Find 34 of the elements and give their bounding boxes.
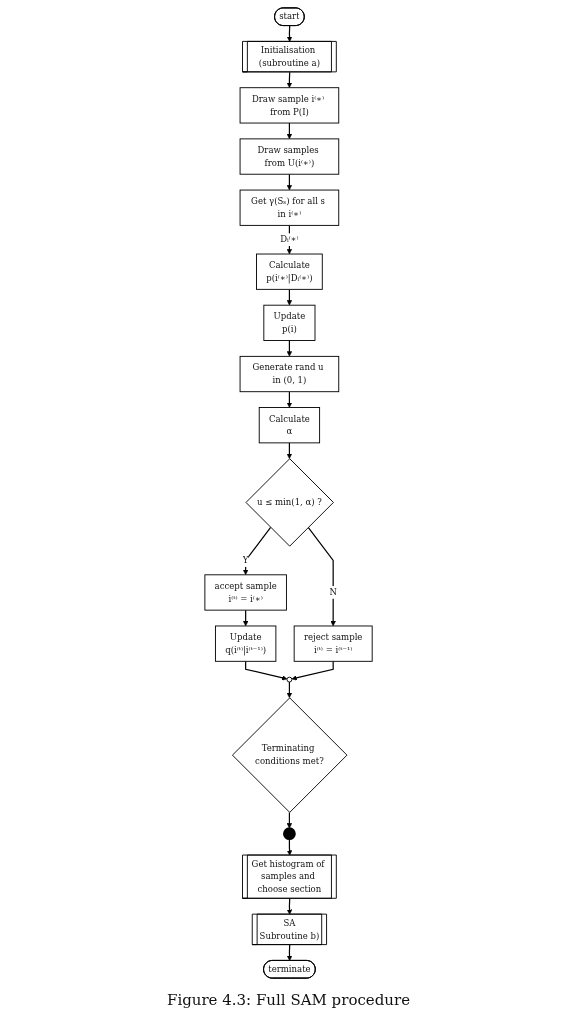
- node-circle: [286, 676, 293, 682]
- arrow: [242, 609, 249, 626]
- node-box: Get γ(Sₛ) for all s in i⁽∗⁾: [239, 189, 340, 226]
- node-box: Draw sample i⁽∗⁾ from P(I): [239, 86, 340, 123]
- node-box: accept sample i⁽ᵗ⁾ = i⁽∗⁾: [204, 573, 287, 611]
- node-box: reject sample i⁽ᵗ⁾ = i⁽ᵗ⁻¹⁾: [293, 625, 373, 662]
- arrow: [286, 288, 293, 305]
- node-box: Calculate p(i⁽∗⁾|Dᵢ⁽∗⁾): [256, 253, 323, 290]
- arrow: [286, 680, 293, 698]
- edge-label: Dᵢ⁽∗⁾: [280, 234, 299, 244]
- arrow: [286, 173, 293, 190]
- arrow: [245, 660, 288, 680]
- edge-label: N: [329, 586, 337, 597]
- caption: Figure 4.3: Full SAM procedure: [166, 991, 411, 1009]
- arrow: [286, 390, 293, 408]
- arrow: [286, 811, 293, 828]
- arrow: [307, 526, 336, 626]
- arrow: [286, 339, 293, 357]
- arrow: [286, 897, 293, 915]
- node-box: Update q(i⁽ᵗ⁾|i⁽ᵗ⁻¹⁾): [214, 625, 277, 662]
- arrow: [291, 660, 334, 680]
- arrow: [286, 24, 293, 42]
- edge-label: Y: [242, 554, 249, 565]
- arrow: [286, 943, 293, 961]
- node-box: Generate rand u in (0, 1): [239, 355, 340, 392]
- node-diamond: Terminating conditions met?: [231, 696, 348, 813]
- node-box: Calculate α: [258, 406, 321, 443]
- node-diamond: u ≤ min(1, α) ?: [245, 457, 334, 547]
- node-box: Update p(i): [263, 304, 316, 341]
- arrow: [286, 71, 293, 88]
- arrow: [286, 121, 293, 139]
- node-box: Draw samples from U(i⁽∗⁾): [239, 137, 340, 175]
- arrow: [286, 441, 293, 459]
- arrow: [242, 526, 272, 575]
